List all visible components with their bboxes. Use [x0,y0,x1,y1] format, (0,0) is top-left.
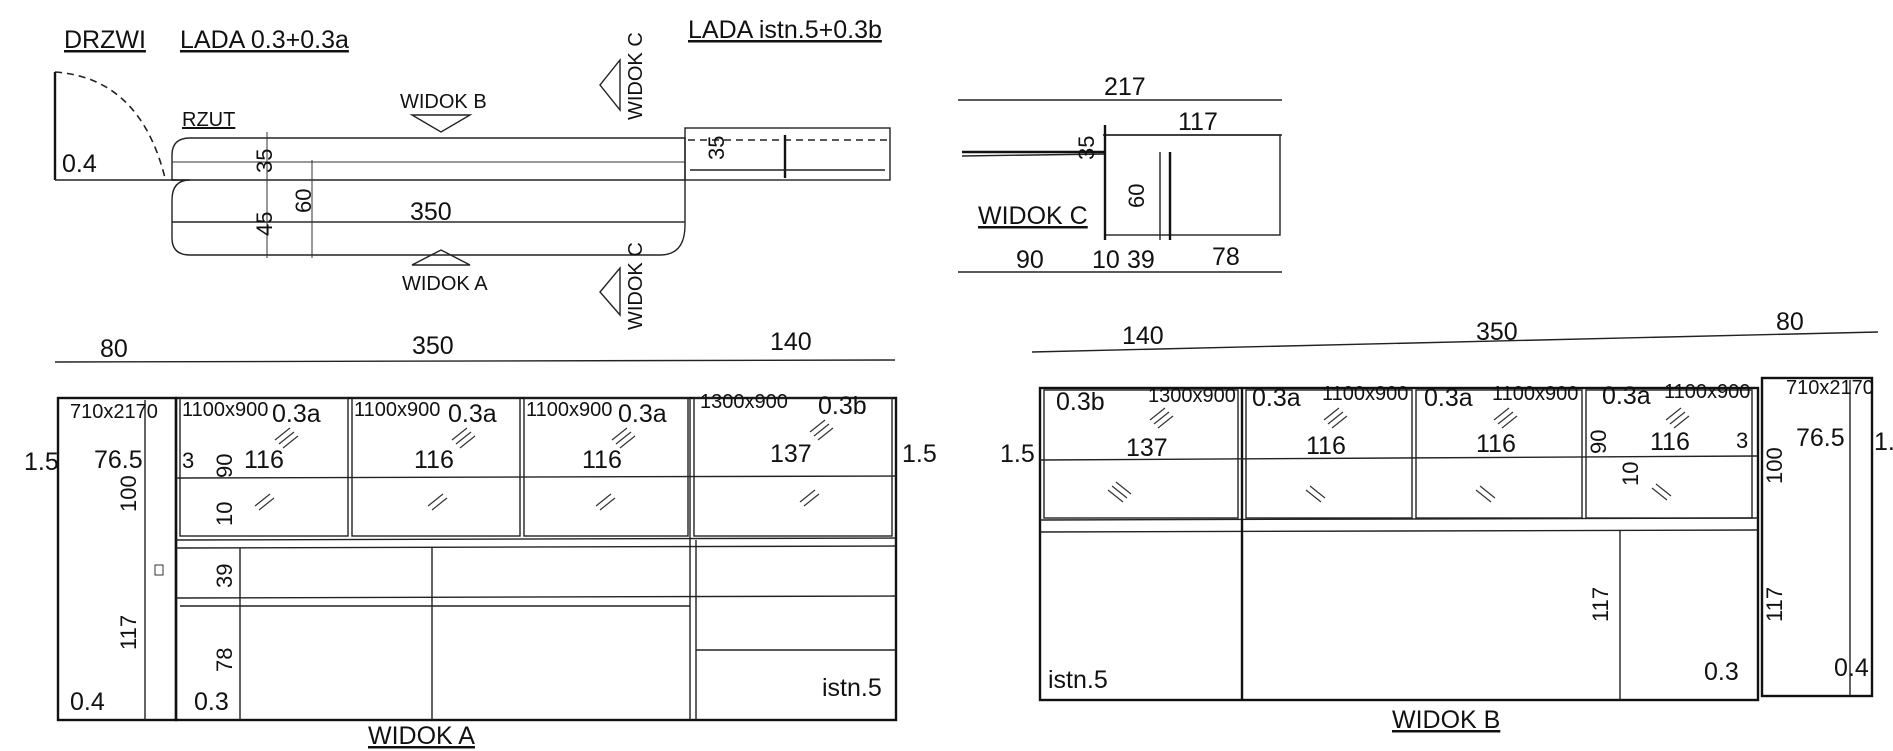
view-a-panel3-code: 0.3a [618,400,667,428]
view-b-dim-80: 80 [1776,308,1804,336]
view-b-counter [1038,386,1760,702]
plan-dim-350: 350 [410,198,452,226]
view-a-dim-39: 39 [212,564,237,588]
view-a-panel1-width: 116 [244,446,284,474]
view-b-panel2-code: 0.3a [1252,384,1301,412]
marker-widok-a: WIDOK A [402,273,488,295]
view-b-dim-117b: 117 [1762,587,1787,622]
view-a-dim-76-5: 76.5 [94,446,143,474]
view-a-dim-140: 140 [770,328,812,356]
view-a-glass-hatches [254,419,834,511]
marker-widok-c-bottom-arrow [599,266,621,317]
view-c-dim-117: 117 [1178,108,1218,136]
view-c-dim-90: 90 [1016,246,1044,274]
view-b-dim-100: 100 [1762,447,1787,484]
view-c-dim-60: 60 [1124,184,1149,208]
view-b-panel4-size: 1100x900 [1664,381,1750,403]
counter-outline [171,137,686,256]
view-b-dim-10: 10 [1618,462,1643,486]
view-a-panel4-code: 0.3b [818,392,867,420]
view-b-panel3-code: 0.3a [1424,384,1473,412]
view-b-code-door: 0.4 [1834,654,1869,682]
view-a-dim-80: 80 [100,335,128,363]
view-a-panel3-width: 116 [582,446,622,474]
door-swing [54,71,166,179]
view-a-dim-350: 350 [412,332,454,360]
view-a-dim-left-1-5: 1.5 [24,448,59,476]
marker-widok-c-bottom: WIDOK C [625,242,647,330]
marker-widok-c-top-arrow [599,58,621,112]
view-a-panel2-width: 116 [414,446,454,474]
plan-dim-60: 60 [291,189,316,213]
view-b-panel1-width: 137 [1126,434,1168,462]
view-b-dim-3: 3 [1736,428,1748,453]
view-a-door-size: 710x2170 [70,401,158,423]
view-c-dim-78: 78 [1212,243,1240,271]
plan-dim-35b: 35 [704,136,729,160]
view-c-dim-10: 10 [1092,246,1120,274]
view-a-dim-100: 100 [116,475,141,512]
heading-lada-a: LADA 0.3+0.3a [180,26,349,54]
view-b-dim-90: 90 [1586,430,1611,454]
view-b-code-existing: istn.5 [1048,666,1108,694]
marker-widok-a-arrow [411,249,471,266]
view-a-dim-right-1-5: 1.5 [902,440,937,468]
view-b-panel1-code: 0.3b [1056,388,1105,416]
view-b-panel4-width: 116 [1650,428,1690,456]
view-b-panel2-width: 116 [1306,432,1346,460]
view-c-dim-39: 39 [1127,246,1155,274]
view-a-dim-3: 3 [182,448,194,473]
plan-view: RZUT 0.4 35 45 60 350 35 WIDOK B WIDOK A… [53,32,891,330]
view-a-code-counter: 0.3 [194,688,229,716]
view-c-title: WIDOK C [978,202,1088,230]
view-a-panel2-code: 0.3a [448,400,497,428]
view-a-code-door: 0.4 [70,688,105,716]
view-a-panel4-width: 137 [770,440,812,468]
view-c-dim-217: 217 [1104,73,1146,101]
view-a-title: WIDOK A [368,722,475,750]
view-b-door [1760,376,1874,698]
door-label: 0.4 [62,150,97,178]
view-b-panel3-width: 116 [1476,430,1516,458]
view-a-panel2-size: 1100x900 [354,399,440,421]
view-b-dim-140: 140 [1122,322,1164,350]
view-b-title: WIDOK B [1392,706,1500,734]
view-a-panel1-size: 1100x900 [182,399,268,421]
view-c: 217 117 35 60 WIDOK C 90 10 39 78 [958,73,1282,274]
view-a-dim-10: 10 [212,502,237,526]
view-b-panel2-size: 1100x900 [1322,383,1408,405]
view-b-dim-left-1-5: 1.5 [1000,440,1035,468]
view-a-code-existing: istn.5 [822,674,882,702]
plan-dim-35: 35 [252,149,277,173]
headings: DRZWI LADA 0.3+0.3a LADA istn.5+0.3b [64,16,882,54]
view-a-dim-78: 78 [212,648,237,672]
view-b-panel4-code: 0.3a [1602,382,1651,410]
view-a-panel4-size: 1300x900 [700,391,788,413]
view-b-glass-hatches [1107,407,1690,503]
view-b-door-size: 710x2170 [1786,377,1874,399]
view-c-dim-35: 35 [1074,136,1099,160]
view-b-code-counter: 0.3 [1704,658,1739,686]
heading-drzwi: DRZWI [64,26,146,54]
plan-title: RZUT [182,109,235,131]
existing-counter [684,127,891,181]
view-b: 140 350 80 0.3b 1300x900 0.3a 1100x900 0… [1000,308,1893,734]
marker-widok-c-top: WIDOK C [625,32,647,120]
view-a-panel3-size: 1100x900 [526,399,612,421]
view-a-dim-90: 90 [212,454,237,478]
view-b-dim-350: 350 [1476,318,1518,346]
view-b-dim-117a: 117 [1588,587,1613,622]
view-b-panel1-size: 1300x900 [1148,385,1236,407]
view-b-dim-right-1: 1. [1874,428,1893,456]
heading-lada-b: LADA istn.5+0.3b [688,16,882,44]
view-a-dim-117: 117 [116,615,141,650]
view-b-dim-76-5: 76.5 [1796,424,1845,452]
view-a: 80 350 140 710x2170 0.4 1100x900 0.3a 11… [24,328,937,750]
plan-dim-45: 45 [252,212,277,236]
view-a-panel1-code: 0.3a [272,400,321,428]
view-b-panel3-size: 1100x900 [1492,383,1578,405]
marker-widok-b: WIDOK B [400,91,487,113]
marker-widok-b-arrow [409,114,473,133]
